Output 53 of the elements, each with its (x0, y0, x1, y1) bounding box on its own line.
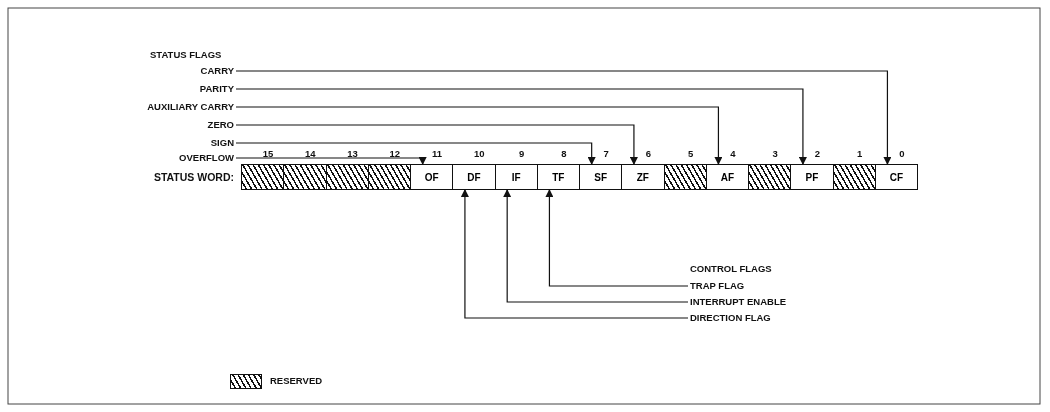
leader-arrow (235, 142, 596, 165)
leader-arrow (235, 106, 723, 165)
flag-label: OVERFLOW (179, 152, 234, 164)
register-cell: AF (705, 164, 749, 190)
bit-number: 2 (814, 148, 820, 160)
bit-number: 9 (519, 148, 525, 160)
bit-number: 1 (857, 148, 863, 160)
flag-label: CARRY (200, 65, 234, 77)
leader-arrow (235, 70, 892, 165)
leader-arrow (235, 124, 638, 165)
reserved-cell (325, 164, 369, 190)
leader-arrow (545, 189, 689, 287)
flag-label: DIRECTION FLAG (690, 312, 771, 324)
register-cell: PF (790, 164, 834, 190)
heading: STATUS FLAGS (150, 49, 222, 61)
bit-number: 6 (645, 148, 651, 160)
register-cell: SF (579, 164, 623, 190)
bit-number: 12 (389, 148, 401, 160)
leader-arrow (503, 189, 689, 303)
reserved-cell (367, 164, 411, 190)
bit-number: 5 (688, 148, 694, 160)
bit-number: 15 (262, 148, 274, 160)
reserved-cell (832, 164, 876, 190)
flag-label: TRAP FLAG (690, 280, 745, 292)
reserved-cell (663, 164, 707, 190)
flag-label: INTERRUPT ENABLE (690, 296, 787, 308)
register-cell: TF (536, 164, 580, 190)
register-cell: ZF (621, 164, 665, 190)
flag-label: SIGN (210, 137, 234, 149)
reserved-cell (283, 164, 327, 190)
bit-number: 7 (603, 148, 609, 160)
bit-number: 8 (561, 148, 567, 160)
flag-label: PARITY (199, 83, 234, 95)
legend-text: RESERVED (270, 375, 323, 387)
register-cell: IF (494, 164, 538, 190)
register-cell: CF (874, 164, 918, 190)
bit-number: 13 (347, 148, 358, 160)
register-cell: DF (452, 164, 496, 190)
register-cell: OF (410, 164, 454, 190)
reserved-cell (748, 164, 792, 190)
flag-label: ZERO (207, 119, 234, 131)
bit-number: 3 (772, 148, 778, 160)
bit-number: 0 (899, 148, 905, 160)
reserved-cell (241, 164, 285, 190)
bit-number: 11 (432, 148, 443, 160)
leader-arrow (460, 189, 689, 319)
leader-arrow (235, 157, 427, 165)
bit-number: 10 (474, 148, 485, 160)
flag-label: AUXILIARY CARRY (147, 101, 234, 113)
bit-number: 4 (730, 148, 736, 160)
leader-arrow (235, 88, 807, 165)
heading: CONTROL FLAGS (690, 263, 772, 275)
bit-number: 14 (305, 148, 316, 160)
